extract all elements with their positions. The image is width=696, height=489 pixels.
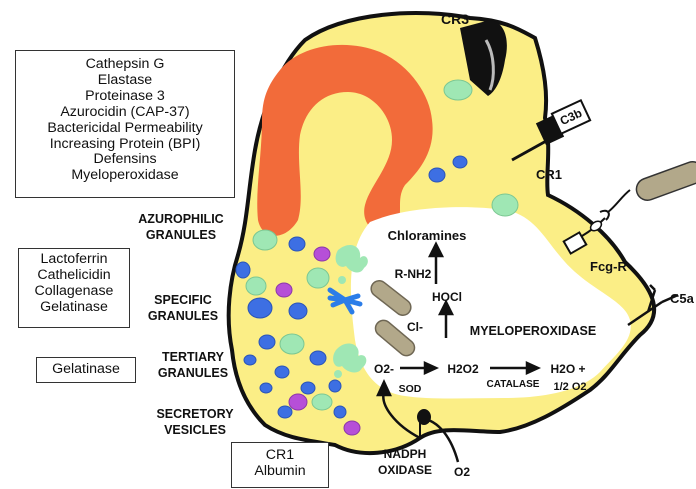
azurophilic-granule xyxy=(275,366,289,378)
label-line: GRANULES xyxy=(126,228,236,244)
content-item: CR1 xyxy=(232,448,328,464)
label-line: VESICLES xyxy=(150,423,240,439)
tertiary-granule xyxy=(344,421,360,435)
azurophilic-granule xyxy=(259,335,275,349)
rnh2-label: R-NH2 xyxy=(395,267,432,281)
content-item: Cathepsin G xyxy=(16,57,234,73)
specific-granule xyxy=(280,334,304,354)
label-line: GRANULES xyxy=(148,366,238,382)
label-line: TERTIARY xyxy=(148,350,238,366)
specific-granule xyxy=(492,194,518,216)
azurophilic-granule xyxy=(289,237,305,251)
h2o-label: H2O + xyxy=(550,362,585,376)
content-item: Cathelicidin xyxy=(19,268,129,284)
tertiary-granule xyxy=(314,247,330,261)
content-item: Gelatinase xyxy=(19,300,129,316)
azurophilic-granule xyxy=(310,351,326,365)
c5a-label: C5a xyxy=(670,291,695,306)
cr1-label: CR1 xyxy=(536,167,562,182)
cr3-label: CR3 xyxy=(441,11,469,27)
azurophilic-granule xyxy=(329,380,341,392)
label-line: GRANULES xyxy=(138,309,228,325)
content-item: Myeloperoxidase xyxy=(16,168,234,184)
opsonized-bacterium xyxy=(633,159,696,204)
content-item: Proteinase 3 xyxy=(16,89,234,105)
sod-label: SOD xyxy=(399,383,422,395)
tertiary-granules-label: TERTIARY GRANULES xyxy=(148,350,238,381)
catalase-label: CATALASE xyxy=(487,379,540,390)
specific-granule xyxy=(307,268,329,288)
specific-contents-box: Lactoferrin Cathelicidin Collagenase Gel… xyxy=(18,248,130,328)
label-line: AZUROPHILIC xyxy=(126,212,236,228)
content-item: Albumin xyxy=(232,464,328,480)
azurophilic-granule xyxy=(248,298,272,318)
o2-in-label: O2 xyxy=(454,465,470,479)
content-item: Lactoferrin xyxy=(19,252,129,268)
azurophilic-granule xyxy=(301,382,315,394)
hocl-label: HOCl xyxy=(432,290,462,304)
azurophilic-contents-box: Cathepsin G Elastase Proteinase 3 Azuroc… xyxy=(15,50,235,198)
azurophilic-granule xyxy=(334,406,346,418)
azurophilic-granules-label: AZUROPHILIC GRANULES xyxy=(126,212,236,243)
half-o2-label: 1/2 O2 xyxy=(553,381,586,393)
azurophilic-granule xyxy=(244,355,256,365)
specific-granules-label: SPECIFIC GRANULES xyxy=(138,293,228,324)
specific-granule xyxy=(253,230,277,250)
tertiary-granule xyxy=(276,283,292,297)
chloramines-label: Chloramines xyxy=(388,228,467,243)
tertiary-granule xyxy=(289,394,307,410)
o2-label: O2- xyxy=(374,362,394,376)
azurophilic-granule xyxy=(453,156,467,168)
azurophilic-granule xyxy=(429,168,445,182)
nadph-label: NADPH xyxy=(384,447,427,461)
content-item: Defensins xyxy=(16,152,234,168)
fcgr-label: Fcg-R xyxy=(590,259,627,274)
content-item: Collagenase xyxy=(19,284,129,300)
myeloperoxidase-label: MYELOPEROXIDASE xyxy=(470,324,596,338)
content-item: Elastase xyxy=(16,73,234,89)
secretory-contents-box: CR1 Albumin xyxy=(231,442,329,488)
content-item: Increasing Protein (BPI) xyxy=(16,137,234,153)
label-line: SECRETORY xyxy=(150,407,240,423)
h2o2-label: H2O2 xyxy=(447,362,479,376)
azurophilic-granule xyxy=(278,406,292,418)
specific-granule xyxy=(444,80,472,100)
tertiary-contents-box: Gelatinase xyxy=(36,357,136,383)
secretory-vesicles-label: SECRETORY VESICLES xyxy=(150,407,240,438)
content-item: Bactericidal Permeability xyxy=(16,121,234,137)
azurophilic-granule xyxy=(289,303,307,319)
content-item: Azurocidin (CAP-37) xyxy=(16,105,234,121)
azurophilic-granule xyxy=(236,262,250,278)
azurophilic-granule xyxy=(260,383,272,393)
nadph-oxidase-icon xyxy=(417,409,431,425)
oxidase-label: OXIDASE xyxy=(378,463,432,477)
content-item: Gelatinase xyxy=(37,362,135,378)
specific-granule xyxy=(312,394,332,410)
label-line: SPECIFIC xyxy=(138,293,228,309)
fcg-receptor xyxy=(564,159,696,254)
cl-label: Cl- xyxy=(407,320,423,334)
specific-granule xyxy=(246,277,266,295)
